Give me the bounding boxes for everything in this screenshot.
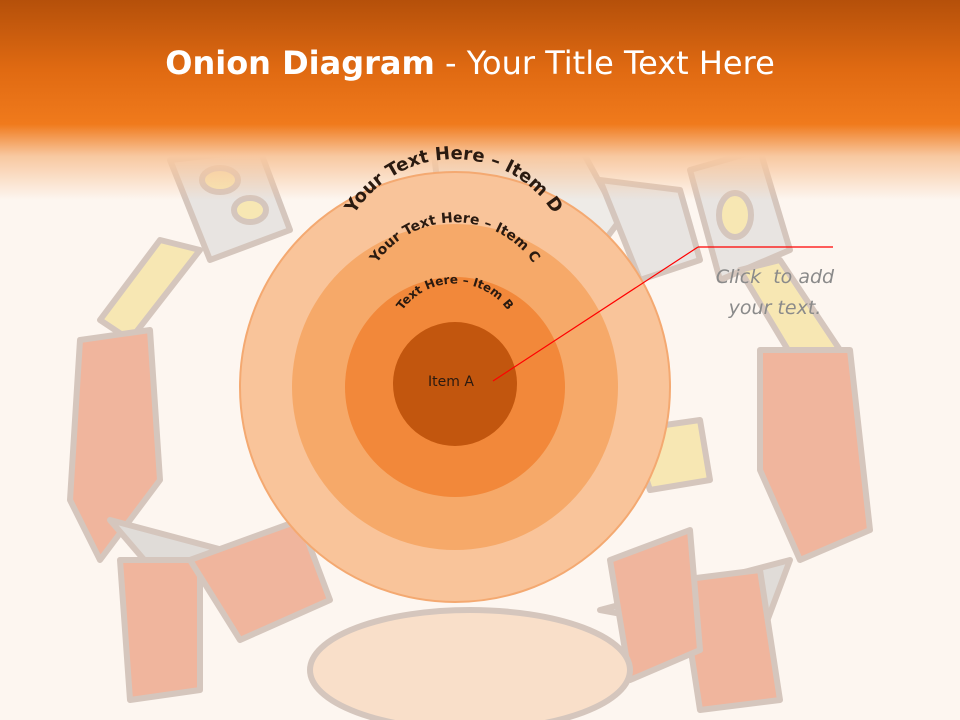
header-band (0, 0, 960, 200)
slide-title-rest: - Your Title Text Here (434, 44, 775, 82)
callout-line-2: your text. (728, 297, 822, 319)
callout-line-1: Click to add (715, 266, 835, 288)
slide-title-bold: Onion Diagram (165, 44, 435, 82)
slide-title: Onion Diagram - Your Title Text Here (0, 44, 940, 82)
core-a-label: Item A (428, 374, 474, 390)
onion-core-a[interactable] (393, 322, 517, 446)
callout-textbox[interactable]: Click to add your text. (700, 262, 850, 324)
callout-leader-line (492, 246, 699, 382)
